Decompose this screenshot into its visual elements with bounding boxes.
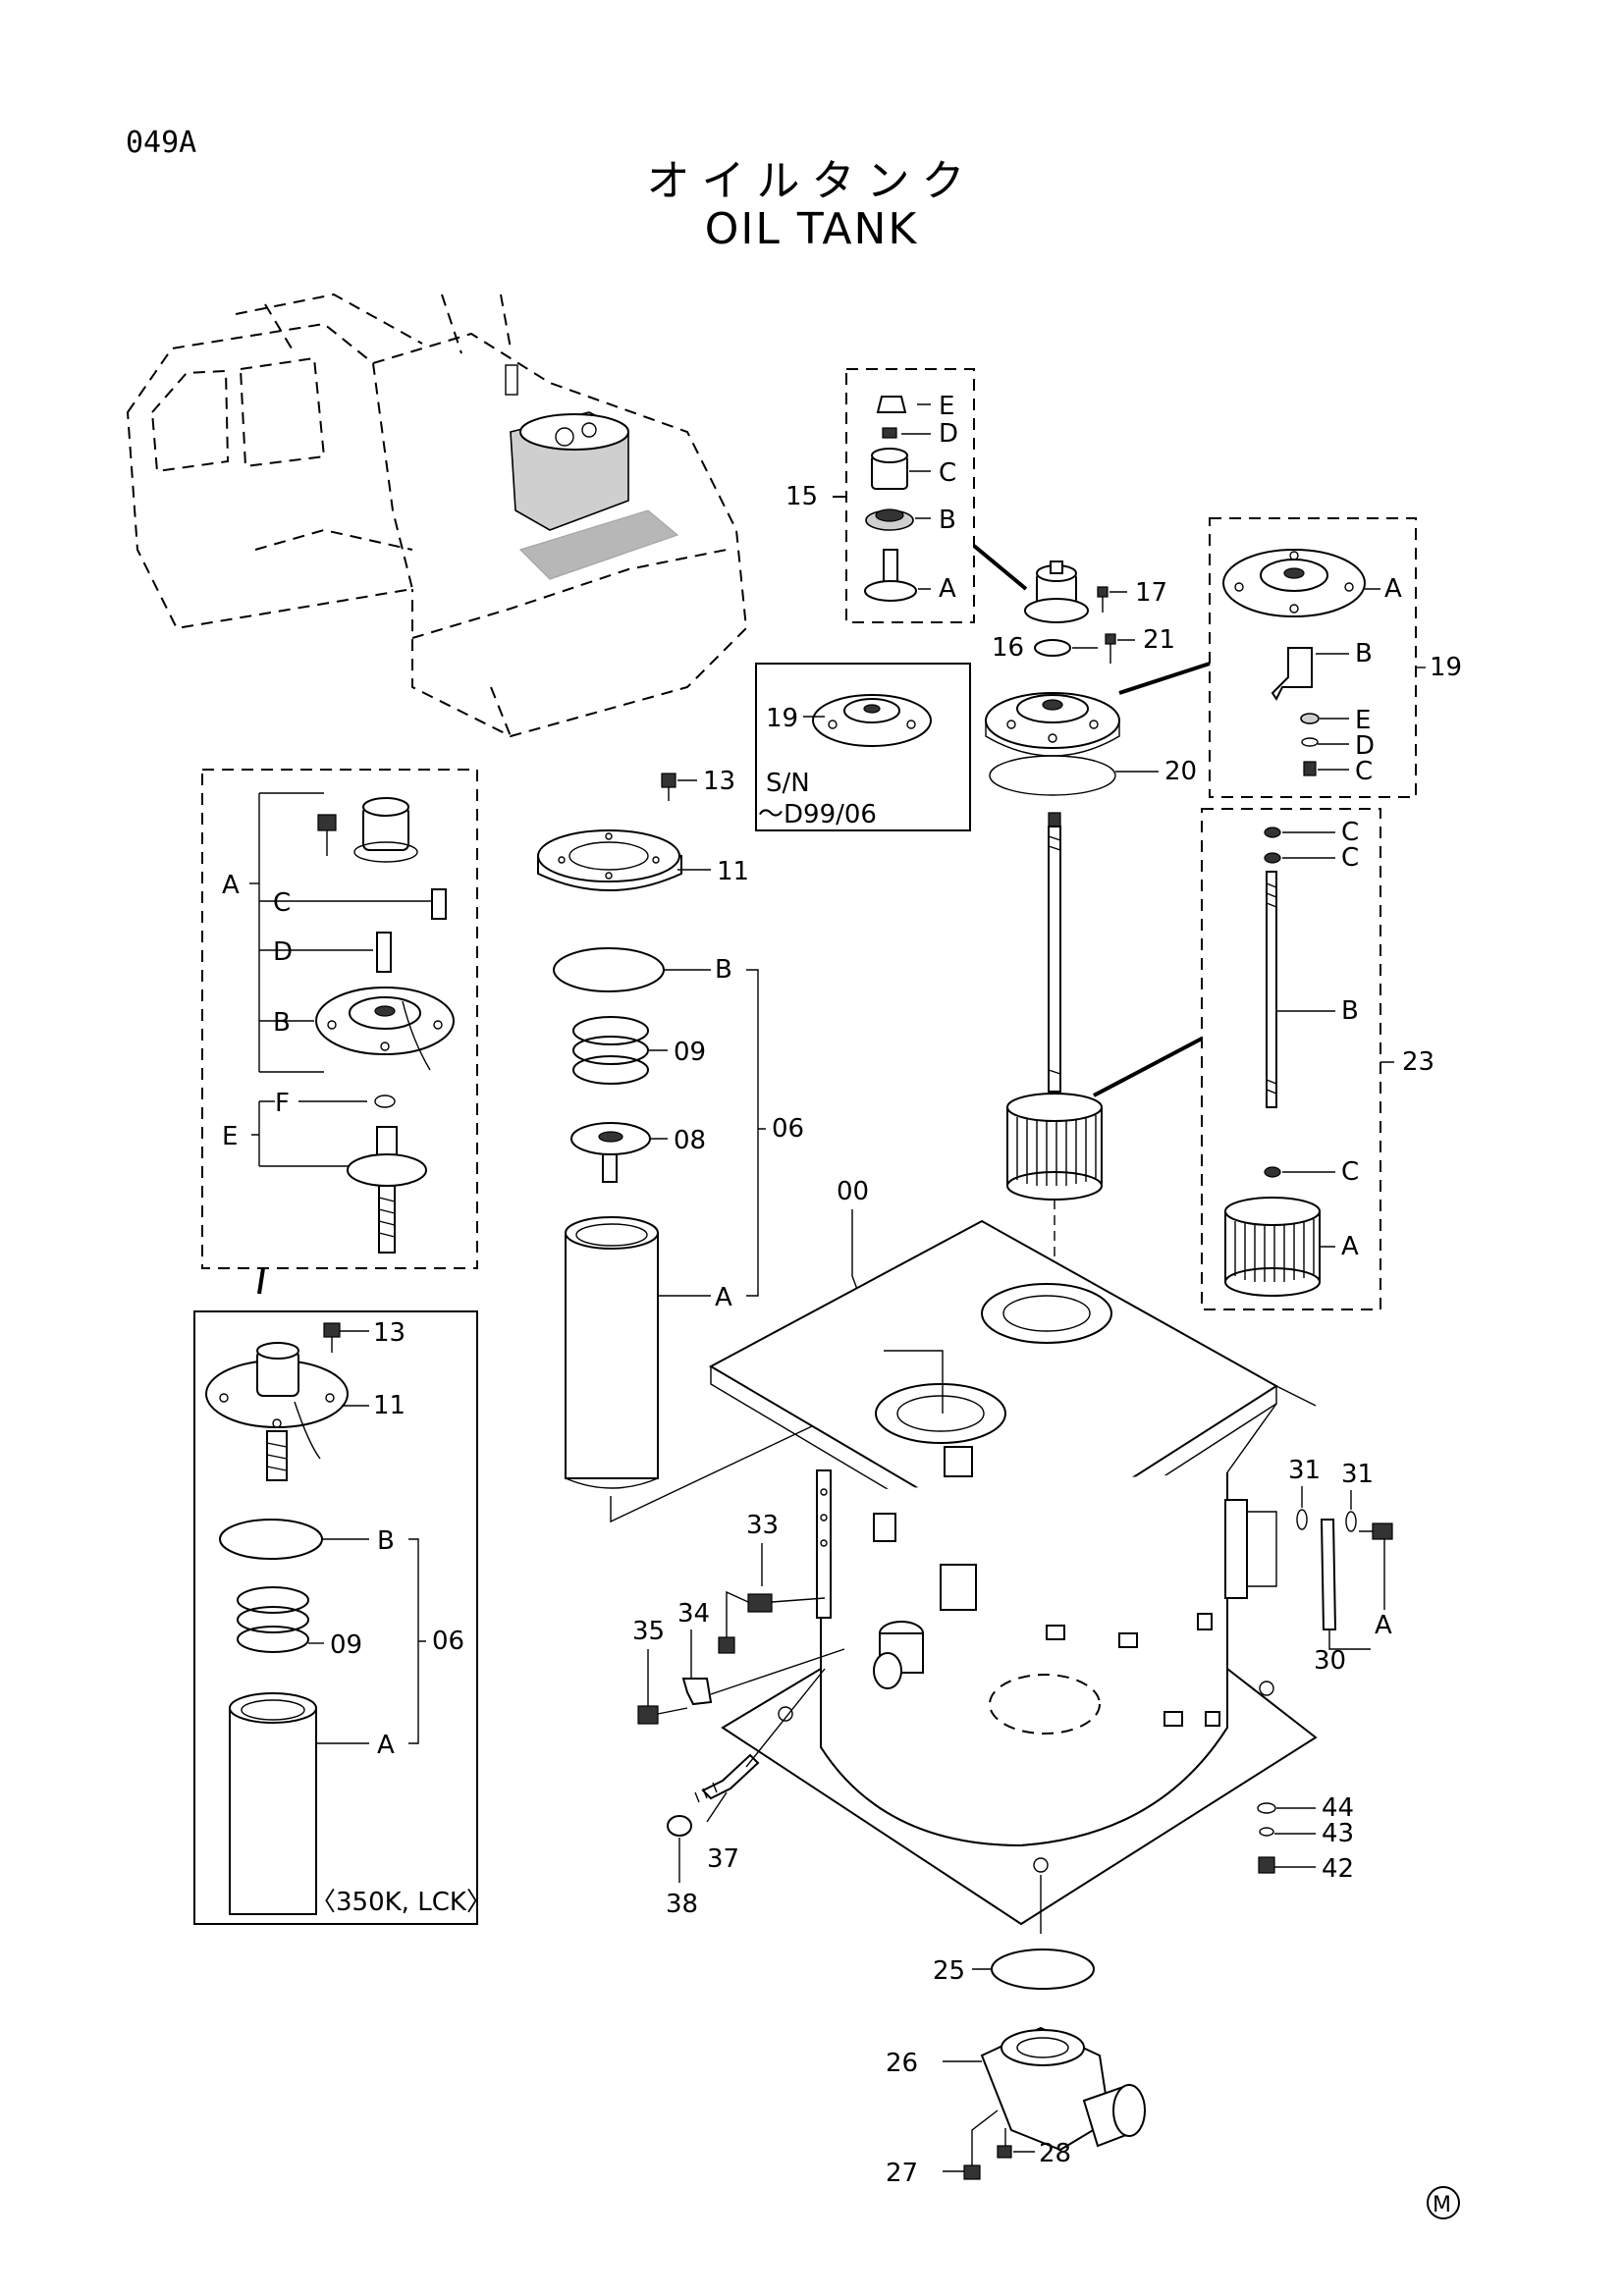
callout-11: 11 xyxy=(717,857,749,886)
callout-bA: A xyxy=(377,1731,395,1760)
callout-20: 20 xyxy=(1164,757,1197,786)
callout-23C1: C xyxy=(1341,818,1359,847)
callout-17: 17 xyxy=(1135,578,1167,608)
footer-mark-letter: M xyxy=(1433,2193,1451,2217)
callout-13: 13 xyxy=(703,767,735,796)
callout-27: 27 xyxy=(886,2159,918,2188)
serial-line-2: ～D99/06 xyxy=(758,800,877,829)
callout-06B: B xyxy=(715,955,732,985)
callout-23: 23 xyxy=(1402,1047,1434,1077)
callout-26: 26 xyxy=(886,2049,918,2078)
callout-21: 21 xyxy=(1143,625,1175,655)
tank-small-parts: 33 34 35 37 38 xyxy=(632,1511,845,1919)
callout-30: 30 xyxy=(1314,1646,1346,1676)
callout-31a: 31 xyxy=(1288,1456,1321,1485)
callout-28: 28 xyxy=(1039,2139,1071,2168)
return-filter-assembly xyxy=(1006,812,1103,1286)
callout-33: 33 xyxy=(746,1511,779,1540)
callout-00: 00 xyxy=(837,1177,869,1206)
callout-15D: D xyxy=(939,419,958,449)
callout-15A: A xyxy=(939,574,956,604)
model-note: 〈350K, LCK〉 xyxy=(310,1888,492,1917)
breather-assembly: 17 16 21 xyxy=(992,561,1175,664)
callout-bB: B xyxy=(377,1526,395,1556)
callout-19A: A xyxy=(1384,574,1402,604)
callout-19-inset: 19 xyxy=(766,704,798,733)
title-japanese: オイルタンク xyxy=(646,156,977,206)
level-gauge-box: A C D B E F xyxy=(201,769,478,1295)
callout-19B: B xyxy=(1355,639,1373,668)
callout-38: 38 xyxy=(666,1890,698,1919)
callout-15E: E xyxy=(939,392,954,421)
callout-34: 34 xyxy=(677,1599,710,1629)
serial-line-1: S/N xyxy=(766,769,810,798)
callout-16: 16 xyxy=(992,633,1024,663)
callout-13b: 13 xyxy=(373,1318,406,1348)
callout-09: 09 xyxy=(674,1038,706,1067)
callout-gD: D xyxy=(273,937,293,967)
callout-gA: A xyxy=(222,871,240,900)
callout-19: 19 xyxy=(1430,653,1462,682)
callout-23A: A xyxy=(1341,1232,1359,1261)
excavator-location-sketch xyxy=(126,293,748,738)
assembly-19-box: A B E D C 19 xyxy=(1209,517,1462,798)
callout-23C2: C xyxy=(1341,843,1359,873)
callout-31b: 31 xyxy=(1341,1460,1374,1489)
callout-15C: C xyxy=(939,458,956,488)
footer-mark: M xyxy=(1427,2186,1460,2219)
callout-43: 43 xyxy=(1322,1819,1354,1848)
callout-23C3: C xyxy=(1341,1157,1359,1187)
tank-body-00: 00 xyxy=(708,1177,1318,1926)
callout-06A: A xyxy=(715,1283,732,1312)
title-english: OIL TANK xyxy=(704,204,919,254)
callout-35: 35 xyxy=(632,1617,665,1646)
callout-23B: B xyxy=(1341,996,1359,1026)
callout-gE: E xyxy=(222,1122,238,1151)
page-code: 049A xyxy=(126,126,197,160)
callout-06b: 06 xyxy=(432,1627,464,1656)
callout-44: 44 xyxy=(1322,1793,1354,1823)
callout-37: 37 xyxy=(707,1844,739,1874)
callout-09b: 09 xyxy=(330,1630,362,1660)
callout-gC: C xyxy=(273,888,291,918)
assembly-23-box: C C B C A 23 xyxy=(1093,808,1434,1310)
callout-15B: B xyxy=(939,506,956,535)
callout-08: 08 xyxy=(674,1126,706,1155)
callout-25: 25 xyxy=(933,1956,965,1986)
assembly-15-box: E D C B A 15 xyxy=(785,368,1028,623)
tank-right-parts: 31 31 A 30 44 43 42 xyxy=(1224,1456,1393,1884)
callout-42: 42 xyxy=(1322,1854,1354,1884)
strainer-06-stack: 13 11 B 09 08 A 06 xyxy=(537,767,944,1523)
variant-350k-box: 13 11 B 09 A 06 〈350K, LCK〉 xyxy=(193,1310,492,1925)
callout-15: 15 xyxy=(785,482,818,511)
callout-19C: C xyxy=(1355,757,1373,786)
serial-inset-box: 19 S/N ～D99/06 xyxy=(755,663,971,831)
callout-19D: D xyxy=(1355,731,1375,761)
callout-06: 06 xyxy=(772,1114,804,1144)
callout-gB: B xyxy=(273,1008,291,1038)
cover-19-assembly: 20 xyxy=(985,662,1211,796)
callout-gF: F xyxy=(275,1089,290,1118)
callout-19E: E xyxy=(1355,706,1371,735)
tank-bottom-parts: 25 26 27 28 xyxy=(886,1875,1146,2188)
callout-30A: A xyxy=(1375,1611,1392,1640)
callout-11b: 11 xyxy=(373,1391,406,1420)
